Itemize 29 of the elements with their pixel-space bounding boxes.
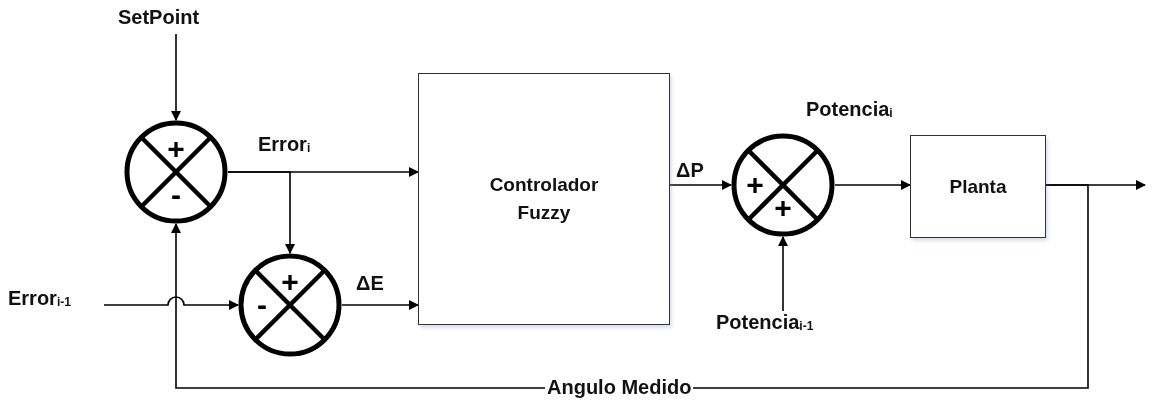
arrow <box>171 184 1089 389</box>
edge-label: Error$_{i}$ <box>258 133 311 156</box>
sign-label: + <box>166 134 186 164</box>
sign-label: + <box>773 193 793 223</box>
arrow <box>778 236 788 312</box>
edge-label: ΔP <box>676 159 704 182</box>
sign-label: - <box>256 290 268 320</box>
box-label: Planta <box>949 174 1007 199</box>
arrow <box>834 180 911 190</box>
sign-label: - <box>170 180 182 210</box>
arrow <box>171 33 181 121</box>
summing-junction <box>124 120 228 224</box>
summing-junction <box>731 133 835 237</box>
signal-label: SetPoint <box>118 6 200 29</box>
arrow <box>103 296 239 310</box>
process-box <box>418 73 670 325</box>
signal-label: Potencia$_{i-1}$ <box>716 311 814 334</box>
edge-label: ΔE <box>356 272 384 295</box>
box-label: Controlador Fuzzy <box>488 173 600 225</box>
sign-label: + <box>280 267 300 297</box>
arrow <box>227 171 295 254</box>
sign-label: + <box>745 170 765 200</box>
edge-label: Potencia$_{i}$ <box>806 98 893 121</box>
arrow <box>669 180 732 190</box>
process-box <box>910 135 1046 238</box>
summing-junction <box>238 253 342 357</box>
edge-label: Angulo Medido <box>545 376 694 399</box>
arrow <box>341 300 419 310</box>
signal-label: Error$_{i-1}$ <box>8 287 71 310</box>
